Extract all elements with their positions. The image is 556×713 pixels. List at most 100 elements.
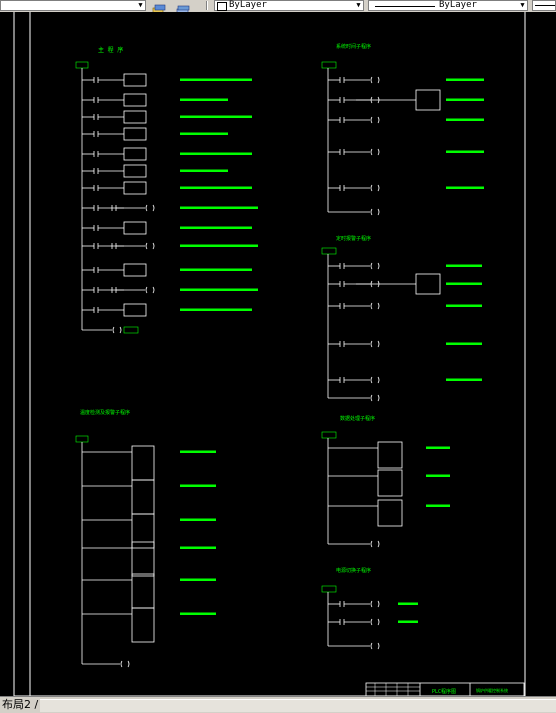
horizontal-scrollbar[interactable]	[40, 699, 556, 712]
coil-mark	[377, 302, 380, 310]
coil-mark	[377, 148, 380, 156]
color-swatch-icon	[217, 2, 227, 11]
layout-tab-bar: 布局2 /	[0, 696, 556, 713]
coil-mark	[112, 326, 115, 334]
comment-text-mark	[446, 378, 482, 381]
coil-mark	[370, 340, 373, 348]
section-title-sub3: 温度检测及报警子程序	[80, 409, 130, 416]
function-block	[377, 499, 403, 527]
instruction-tag	[75, 435, 89, 443]
function-block	[131, 479, 155, 515]
instruction-tag	[321, 431, 337, 439]
coil-mark	[145, 204, 148, 212]
coil-mark	[152, 286, 155, 294]
comment-text-mark	[180, 186, 252, 189]
comment-text-mark	[426, 474, 450, 477]
instruction-tag	[321, 61, 337, 69]
comment-text-mark	[446, 118, 484, 121]
linetype-combo[interactable]: ByLayer ▼	[368, 0, 528, 11]
coil-mark	[370, 116, 373, 124]
comment-text-mark	[180, 98, 228, 101]
comment-text-mark	[446, 282, 482, 285]
coil-mark	[370, 148, 373, 156]
coil-mark	[145, 242, 148, 250]
comment-text-mark	[180, 78, 252, 81]
chevron-down-icon[interactable]: ▼	[356, 1, 361, 9]
coil-mark	[120, 660, 123, 668]
coil-mark	[370, 76, 373, 84]
lineweight-sample-icon	[535, 5, 555, 6]
title-block-name: 锅炉供暖控制系统	[476, 687, 508, 693]
comment-text-mark	[446, 342, 482, 345]
comment-text-mark	[180, 169, 228, 172]
tab-layout2-label: 布局2	[2, 698, 31, 711]
section-title-main: 主 程 序	[98, 46, 123, 54]
comment-text-mark	[446, 186, 484, 189]
comment-text-mark	[180, 115, 252, 118]
comment-text-mark	[180, 484, 216, 487]
layer-color-combo[interactable]: ByLayer ▼	[214, 0, 364, 11]
tab-layout2[interactable]: 布局2 /	[2, 698, 39, 711]
coil-mark	[377, 340, 380, 348]
function-box	[123, 93, 147, 107]
comment-text-mark	[180, 226, 252, 229]
layer-states-icon[interactable]	[152, 0, 166, 14]
ladder-networks	[75, 61, 484, 668]
coil-mark	[370, 618, 373, 626]
coil-mark	[370, 376, 373, 384]
coil-mark	[377, 76, 380, 84]
timer-box	[415, 273, 441, 295]
coil-mark	[377, 208, 380, 216]
comment-text-mark	[446, 98, 484, 101]
coil-mark	[119, 326, 122, 334]
section-title-sub4: 数据处理子程序	[340, 415, 375, 422]
function-block	[377, 441, 403, 469]
comment-text-mark	[180, 308, 252, 311]
layer-previous-icon[interactable]	[176, 0, 190, 14]
function-box	[123, 127, 147, 141]
comment-text-mark	[180, 206, 258, 209]
comment-text-mark	[180, 268, 252, 271]
coil-mark	[377, 600, 380, 608]
coil-mark	[370, 262, 373, 270]
instruction-tag	[123, 326, 139, 334]
function-block	[131, 513, 155, 549]
function-box	[123, 303, 147, 317]
chevron-down-icon[interactable]: ▼	[138, 1, 143, 9]
function-box	[123, 110, 147, 124]
color-combo[interactable]: ▼	[0, 0, 146, 11]
section-title-sub5: 电源切换子程序	[336, 567, 371, 574]
comment-text-mark	[180, 518, 216, 521]
coil-mark	[377, 376, 380, 384]
chevron-down-icon[interactable]: ▼	[520, 1, 525, 9]
drawing-canvas[interactable]: PLC程序图 锅炉供暖控制系统 主 程 序 系统时间子程序 定时报警子程序 温度…	[0, 12, 556, 697]
coil-mark	[377, 618, 380, 626]
lineweight-combo[interactable]	[532, 0, 556, 11]
comment-text-mark	[180, 578, 216, 581]
coil-mark	[377, 540, 380, 548]
comment-text-mark	[426, 446, 450, 449]
comment-text-mark	[398, 620, 418, 623]
instruction-tag	[321, 585, 337, 593]
title-block-label: PLC程序图	[432, 688, 456, 695]
title-block: PLC程序图 锅炉供暖控制系统	[365, 682, 525, 697]
function-block	[131, 573, 155, 609]
comment-text-mark	[180, 546, 216, 549]
function-box	[123, 221, 147, 235]
function-block	[377, 469, 403, 497]
toolbar-separator	[206, 1, 208, 10]
function-box	[123, 164, 147, 178]
function-block	[131, 541, 155, 577]
coil-mark	[377, 116, 380, 124]
comment-text-mark	[180, 450, 216, 453]
coil-mark	[377, 642, 380, 650]
linetype-combo-value: ByLayer	[439, 0, 477, 10]
comment-text-mark	[180, 612, 216, 615]
comment-text-mark	[180, 132, 228, 135]
comment-text-mark	[398, 602, 418, 605]
function-block	[131, 607, 155, 643]
comment-text-mark	[446, 78, 484, 81]
comment-text-mark	[446, 304, 482, 307]
instruction-tag	[321, 247, 337, 255]
coil-mark	[370, 600, 373, 608]
